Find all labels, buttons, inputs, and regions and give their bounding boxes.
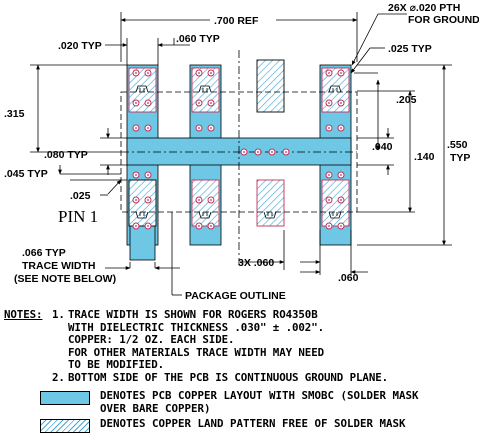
ground-via-center xyxy=(328,127,330,129)
ground-via-center xyxy=(135,127,137,129)
dim-overall-width: .700 REF xyxy=(214,15,259,27)
notes-block: NOTES: 1.TRACE WIDTH IS SHOWN FOR ROGERS … xyxy=(4,308,476,385)
ground-via-center xyxy=(135,102,137,104)
ground-via-center xyxy=(198,225,200,227)
note-2-number: 2. xyxy=(52,370,65,384)
note-1-line-1: TRACE WIDTH IS SHOWN FOR ROGERS RO4350B xyxy=(68,308,318,321)
dim-045: .045 TYP xyxy=(4,168,48,180)
trace-width-3: (SEE NOTE BELOW) xyxy=(14,273,116,285)
ground-via-center xyxy=(210,225,212,227)
legend-solid: DENOTES PCB COPPER LAYOUT WITH SMOBC (SO… xyxy=(40,389,475,415)
dim-315: .315 xyxy=(4,108,25,120)
dim-025: .025 xyxy=(70,190,91,202)
note-2-line-1: BOTTOM SIDE OF THE PCB IS CONTINUOUS GRO… xyxy=(68,370,389,384)
land-pad-bot-4 xyxy=(321,179,350,227)
dim-vias-line2: FOR GROUND xyxy=(408,14,479,26)
dim-040: .040 xyxy=(372,141,393,153)
dimension-labels: .700 REF 26X ⌀.020 PTH FOR GROUND .020 T… xyxy=(4,2,479,300)
dim-3x-060: 3X .060 xyxy=(238,257,274,269)
ground-via-center xyxy=(198,102,200,104)
ground-via-center xyxy=(147,199,149,201)
ground-via-center xyxy=(147,102,149,104)
ground-via-center xyxy=(328,72,330,74)
ground-via-center xyxy=(135,72,137,74)
land-pad-bot-3 xyxy=(256,179,285,227)
ground-via-center xyxy=(340,225,342,227)
ground-via-center xyxy=(210,127,212,129)
legend-solid-swatch xyxy=(40,391,90,405)
ground-via-center xyxy=(340,174,342,176)
dim-via-offset: .025 TYP xyxy=(388,43,432,55)
trace-width-2: TRACE WIDTH xyxy=(22,260,96,272)
pcb-land-pattern-drawing: .700 REF 26X ⌀.020 PTH FOR GROUND .020 T… xyxy=(4,2,479,300)
ground-via-center xyxy=(340,102,342,104)
dim-550: .550 xyxy=(447,139,468,151)
ground-via-center xyxy=(147,127,149,129)
legend-solid-line-1: DENOTES PCB COPPER LAYOUT WITH SMOBC (SO… xyxy=(100,389,419,402)
legend-hatch-line-1: DENOTES COPPER LAND PATTERN FREE OF SOLD… xyxy=(100,417,406,430)
legend-hatch: DENOTES COPPER LAND PATTERN FREE OF SOLD… xyxy=(40,417,475,433)
notes-label: NOTES: xyxy=(4,308,43,321)
ground-via-center xyxy=(198,199,200,201)
dimension-lines xyxy=(30,12,452,296)
ground-via-center xyxy=(243,151,245,153)
pin1-label: PIN 1 xyxy=(58,207,98,226)
ground-via-center xyxy=(135,225,137,227)
ground-via-center xyxy=(147,72,149,74)
ground-via-center xyxy=(340,72,342,74)
ground-via-center xyxy=(340,199,342,201)
note-1-line-2: WITH DIELECTRIC THICKNESS .030" ± .002". xyxy=(68,320,325,334)
note-1-line-4: FOR OTHER MATERIALS TRACE WIDTH MAY NEED xyxy=(68,345,325,359)
legend-solid-line-2: OVER BARE COPPER) xyxy=(100,401,211,415)
land-pad-bot-1 xyxy=(128,179,157,227)
ground-via-center xyxy=(210,72,212,74)
note-1-line-3: COPPER: 1/2 OZ. EACH SIDE. xyxy=(68,333,235,347)
ground-via-center xyxy=(210,199,212,201)
ground-via-center xyxy=(198,127,200,129)
ground-via-center xyxy=(135,174,137,176)
dim-080: .080 TYP xyxy=(44,149,88,161)
ground-via-center xyxy=(328,174,330,176)
land-pad-top-3 xyxy=(256,59,285,113)
note-1-number: 1. xyxy=(52,308,65,321)
ground-via-center xyxy=(135,199,137,201)
ground-via-center xyxy=(328,102,330,104)
ground-via-center xyxy=(198,72,200,74)
dim-140: .140 xyxy=(414,151,435,163)
land-pad-bot-2 xyxy=(191,179,220,227)
dim-pad-gap: .020 TYP xyxy=(58,40,102,52)
ground-via-center xyxy=(147,225,149,227)
dim-060: .060 xyxy=(338,272,359,284)
ground-via-center xyxy=(328,225,330,227)
dim-550-typ: TYP xyxy=(450,152,470,164)
ground-via-center xyxy=(285,151,287,153)
note-1-line-5: TO BE MODIFIED. xyxy=(68,358,165,372)
ground-via-center xyxy=(147,174,149,176)
dim-205: .205 xyxy=(396,94,417,106)
trace-width-1: .066 TYP xyxy=(22,247,66,259)
ground-via-center xyxy=(257,151,259,153)
thermal-relief-glyphs xyxy=(135,85,342,219)
package-outline-label: PACKAGE OUTLINE xyxy=(185,290,286,300)
ground-via-center xyxy=(210,102,212,104)
dim-pad-width: .060 TYP xyxy=(176,33,220,45)
legend-hatch-swatch xyxy=(40,419,90,433)
ground-via-center xyxy=(328,199,330,201)
ground-via-center xyxy=(340,127,342,129)
dim-vias: 26X ⌀.020 PTH xyxy=(388,2,460,14)
ground-via-center xyxy=(271,151,273,153)
ground-vias xyxy=(132,69,345,230)
pin1-trace-stub xyxy=(129,224,156,261)
